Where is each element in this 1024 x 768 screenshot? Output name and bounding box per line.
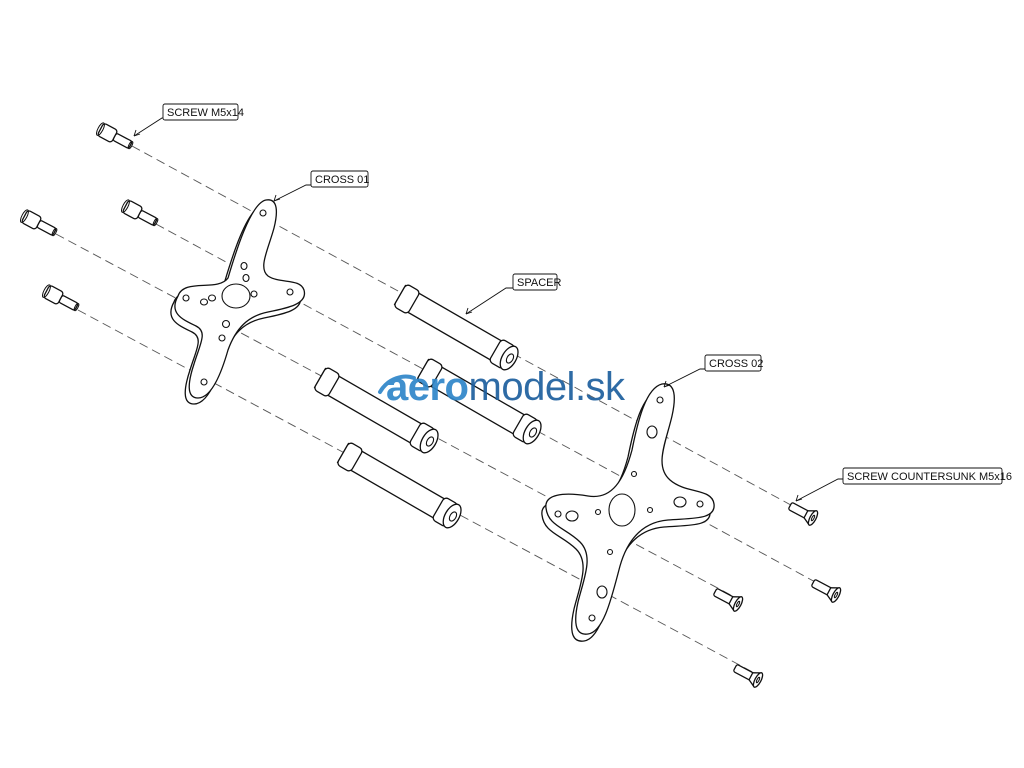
callouts: SCREW M5x14 CROSS 01 SPACER CROSS 02 SCR…: [133, 103, 1012, 502]
callout-tag-cross01: [310, 170, 369, 188]
watermark-aero: aero: [386, 365, 469, 409]
callout-cross-01: CROSS 01: [315, 174, 369, 186]
callout-tag-spacer: [512, 273, 558, 291]
spacer: [393, 284, 519, 371]
screw-m5x14-group: [20, 122, 159, 312]
spacer: [416, 358, 542, 445]
callout-screw-countersunk-m5x16: SCREW COUNTERSUNK M5x16: [847, 471, 1012, 483]
callout-tag-screw-m5x14: [162, 103, 239, 121]
assembly-axes: [55, 145, 831, 677]
screw-countersunk-m5x16: [713, 588, 744, 612]
callout-cross-02: CROSS 02: [709, 358, 763, 370]
spacer-group: [313, 284, 542, 529]
aeromodel-watermark-logo: aeromodel.sk: [378, 365, 627, 409]
screw-countersunk-m5x16: [733, 664, 764, 688]
screw-m5x14: [121, 199, 159, 227]
watermark-model-sk: model.sk: [469, 365, 627, 409]
screw-m5x14: [96, 122, 134, 150]
screw-m5x14: [20, 209, 58, 237]
screw-countersunk-m5x16: [811, 579, 842, 603]
screw-m5x14: [42, 284, 80, 312]
spacer: [336, 442, 462, 529]
cross-02-plate: [541, 383, 715, 642]
callout-tag-cross02: [704, 354, 762, 372]
screw-countersunk-group: [713, 502, 842, 688]
watermark-swoosh: [378, 374, 416, 394]
callout-spacer: SPACER: [517, 277, 561, 289]
svg-text:aeromodel.sk: aeromodel.sk: [386, 365, 626, 409]
screw-countersunk-m5x16: [788, 502, 819, 526]
callout-screw-m5x14: SCREW M5x14: [167, 107, 244, 119]
callout-tag-screw-countersunk: [842, 467, 1003, 485]
cross-01-plate: [170, 199, 306, 405]
spacer: [313, 367, 439, 454]
